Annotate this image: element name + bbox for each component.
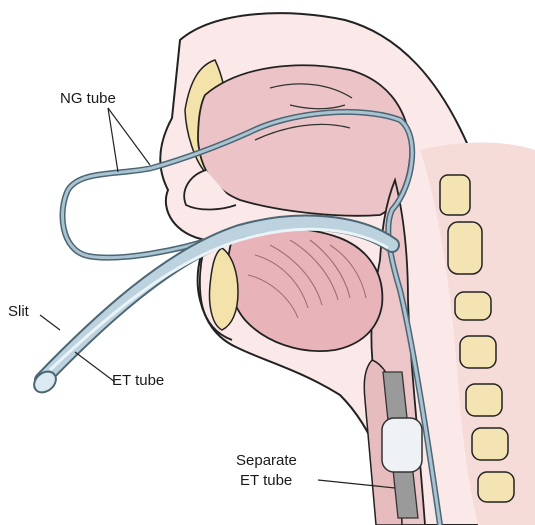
et-tube-leader — [75, 352, 115, 382]
slit-leader — [40, 315, 60, 330]
vertebra — [478, 472, 514, 502]
vertebra — [472, 428, 508, 460]
label-ng-tube: NG tube — [60, 90, 116, 108]
vertebra — [466, 384, 502, 416]
label-separate: Separate — [236, 452, 297, 470]
ng-tube-leader-1 — [108, 108, 150, 165]
label-et-tube: ET tube — [112, 372, 164, 390]
ng-tube-leader-2 — [108, 108, 118, 172]
vertebra — [455, 292, 491, 320]
label-separate-et-tube: ET tube — [240, 472, 292, 490]
et-tube-cuff — [382, 418, 422, 472]
vertebra — [460, 336, 496, 368]
vertebra — [448, 222, 482, 274]
label-slit: Slit — [8, 303, 29, 321]
vertebra — [440, 175, 470, 215]
